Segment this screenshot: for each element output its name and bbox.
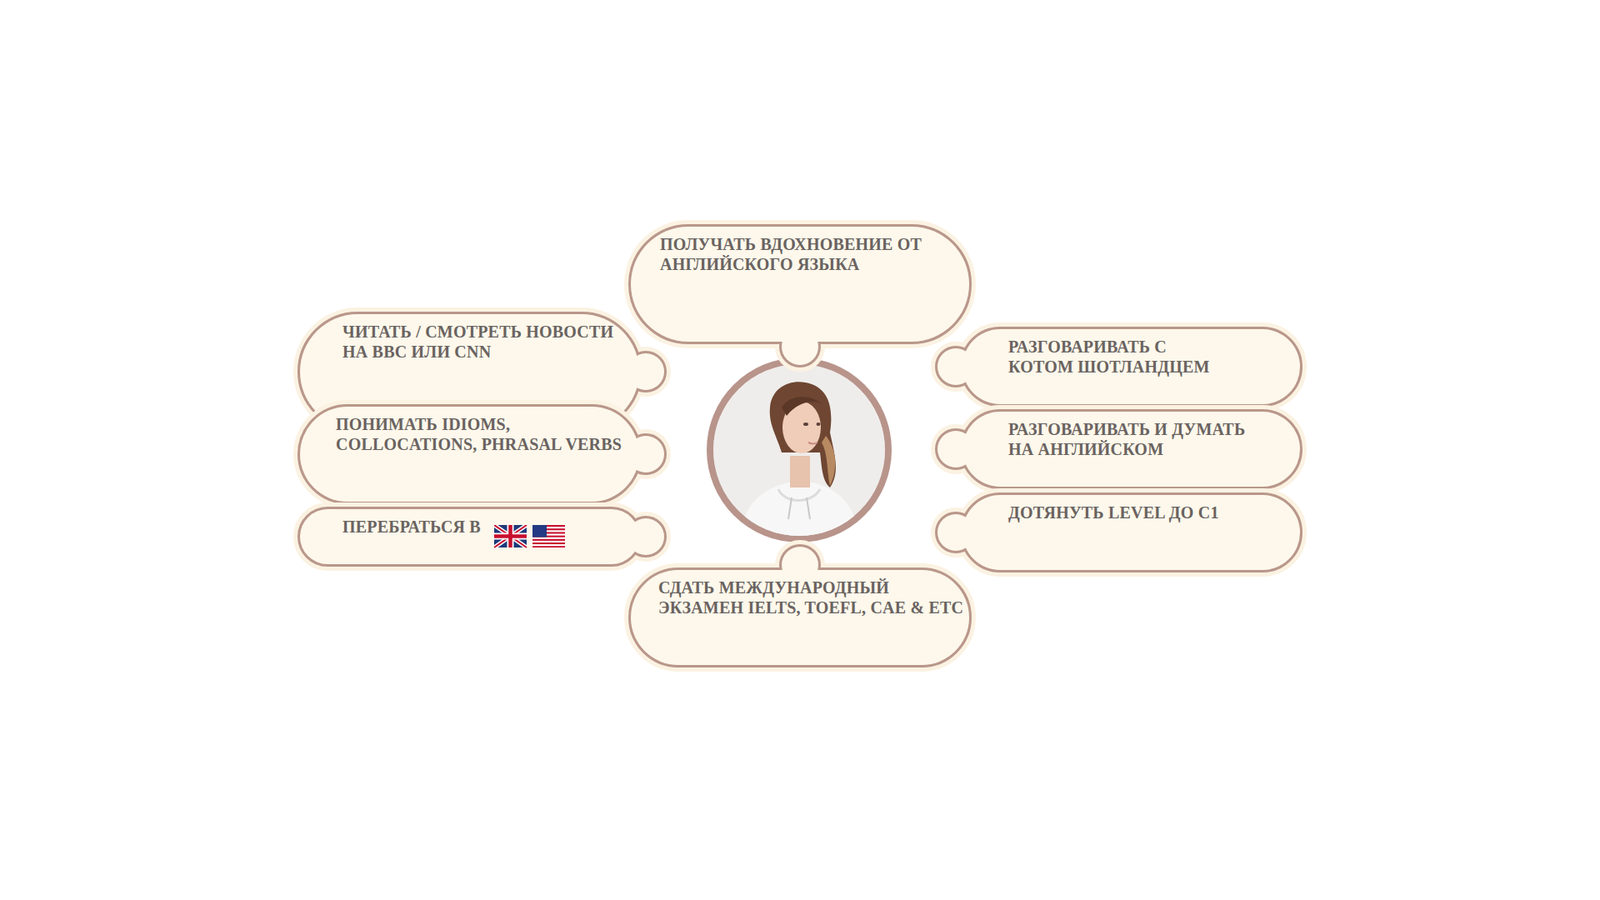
goal-bubble: ПЕРЕБРАТЬСЯ В: [300, 509, 640, 565]
speech-bubble: [942, 475, 1320, 590]
portrait-photo: [705, 355, 894, 545]
goal-text: ДОТЯНУТЬ LEVEL ДО C1: [1008, 502, 1220, 523]
speech-bubble: [280, 489, 660, 585]
us-flag: [532, 525, 565, 548]
goal-bubble: ПОЛУЧАТЬ ВДОХНОВЕНИЕ ОТ АНГЛИЙСКОГО ЯЗЫК…: [630, 226, 970, 342]
goal-text: ЧИТАТЬ / СМОТРЕТЬ НОВОСТИ НА BBC ИЛИ CNN: [342, 321, 628, 362]
goal-bubble: РАЗГОВАРИВАТЬ С КОТОМ ШОТЛАНДЦЕМ: [962, 329, 1300, 405]
goal-text: СДАТЬ МЕЖДУНАРОДНЫЙ ЭКЗАМЕН IELTS, TOEFL…: [658, 577, 970, 618]
goal-bubble: СДАТЬ МЕЖДУНАРОДНЫЙ ЭКЗАМЕН IELTS, TOEFL…: [630, 570, 970, 665]
speech-bubble: [280, 386, 660, 522]
speech-bubble: [610, 206, 990, 362]
speech-bubble: [610, 550, 990, 685]
goal-bubble: ПОНИМАТЬ IDIOMS, COLLOCATIONS, PHRASAL V…: [300, 406, 640, 502]
goal-text: ПЕРЕБРАТЬСЯ В: [342, 516, 481, 537]
goal-text: РАЗГОВАРИВАТЬ И ДУМАТЬ НА АНГЛИЙСКОМ: [1008, 419, 1265, 460]
flag-icons: [494, 525, 568, 549]
goal-bubble: ДОТЯНУТЬ LEVEL ДО C1: [962, 495, 1300, 570]
goal-bubble: РАЗГОВАРИВАТЬ И ДУМАТЬ НА АНГЛИЙСКОМ: [962, 411, 1300, 487]
goal-text: ПОЛУЧАТЬ ВДОХНОВЕНИЕ ОТ АНГЛИЙСКОГО ЯЗЫК…: [660, 234, 940, 275]
goal-text: ПОНИМАТЬ IDIOMS, COLLOCATIONS, PHRASAL V…: [335, 414, 635, 455]
uk-flag: [494, 525, 527, 548]
goal-text: РАЗГОВАРИВАТЬ С КОТОМ ШОТЛАНДЦЕМ: [1008, 336, 1225, 377]
